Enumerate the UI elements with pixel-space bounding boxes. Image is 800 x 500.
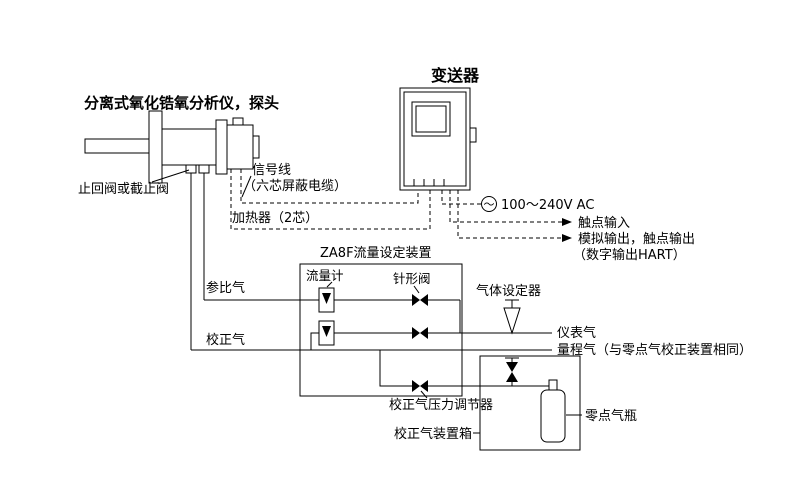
probe-assembly bbox=[84, 110, 260, 184]
flow-device-label: ZA8F流量设定装置 bbox=[320, 246, 432, 261]
gas-setter-symbol bbox=[503, 299, 521, 335]
signal-line-label: 信号线 bbox=[252, 163, 291, 178]
probe-flange bbox=[148, 110, 163, 184]
transmitter-title: 变送器 bbox=[431, 66, 480, 85]
instrument-air-label: 仪表气 bbox=[557, 325, 596, 341]
output-note: （数字输出HART） bbox=[573, 247, 686, 263]
calibration-gas-label: 校正气 bbox=[206, 332, 245, 348]
gas-setter-label: 气体设定器 bbox=[476, 283, 541, 299]
regulator-label: 校正气压力调节器 bbox=[389, 397, 493, 413]
flowmeter-leader bbox=[326, 281, 333, 288]
needle-valve-1 bbox=[412, 294, 428, 306]
zero-gas-branch bbox=[379, 350, 412, 387]
gas-piping bbox=[190, 173, 552, 387]
needle-valve-3 bbox=[412, 380, 428, 392]
needle-valve-label: 针形阀 bbox=[393, 271, 431, 286]
needle-valve-leader bbox=[413, 285, 420, 294]
flow-device-box bbox=[299, 263, 463, 397]
cylinder-neck bbox=[548, 379, 558, 391]
check-valve-fitting-2 bbox=[198, 164, 210, 174]
transmitter bbox=[399, 87, 477, 191]
probe-head-cap bbox=[252, 135, 260, 159]
signal-cable bbox=[240, 169, 419, 204]
transmitter-housing bbox=[399, 87, 471, 191]
flowmeter-2 bbox=[318, 320, 335, 346]
float-icon bbox=[322, 293, 331, 304]
signal-label-leader bbox=[241, 175, 252, 198]
probe-collar bbox=[215, 119, 228, 175]
transmitter-door bbox=[403, 91, 467, 187]
electrical-wiring bbox=[230, 169, 562, 239]
reference-gas-label: 参比气 bbox=[206, 280, 245, 296]
flowmeter-label: 流量计 bbox=[306, 268, 344, 283]
check-valve-label: 止回阀或截止阀 bbox=[78, 182, 169, 197]
output-arrow bbox=[562, 234, 572, 242]
needle-valve-2 bbox=[412, 327, 428, 339]
ac-tilde: ～ bbox=[484, 198, 495, 211]
power-line bbox=[441, 190, 481, 205]
check-valve-leader bbox=[151, 169, 190, 183]
cal-device-box bbox=[479, 355, 581, 451]
probe-title: 分离式氧化锆氧分析仪，探头 bbox=[84, 94, 279, 112]
contact-input-line bbox=[449, 190, 562, 223]
zero-gas-cylinder bbox=[540, 379, 566, 443]
cylinder-body bbox=[540, 389, 566, 443]
span-gas-label: 量程气（与零点气校正装置相同） bbox=[557, 342, 752, 358]
output-line bbox=[457, 190, 562, 239]
power-label: 100～240V AC bbox=[501, 198, 594, 213]
contact-input-label: 触点输入 bbox=[578, 215, 630, 231]
float-icon bbox=[322, 326, 331, 337]
ac-source-symbol bbox=[481, 196, 497, 212]
pressure-regulator-symbol bbox=[505, 357, 519, 386]
output-label: 模拟输出，触点输出 bbox=[578, 231, 695, 247]
probe-body bbox=[161, 128, 217, 166]
heater-cable bbox=[230, 169, 431, 230]
check-valve-fitting-1 bbox=[185, 164, 197, 174]
regulator-label-leader bbox=[420, 390, 428, 399]
probe-tube bbox=[84, 138, 150, 154]
door-latch bbox=[469, 127, 477, 143]
flowmeter-1 bbox=[318, 287, 335, 313]
signal-line-note: （六芯屏蔽电缆） bbox=[243, 178, 347, 194]
probe-terminal-head bbox=[226, 124, 254, 170]
probe-head-vent bbox=[232, 117, 244, 126]
heater-label: 加热器（2芯） bbox=[232, 211, 318, 226]
display-screen bbox=[415, 105, 447, 133]
cal-box-label: 校正气装置箱 bbox=[394, 426, 472, 442]
display-frame bbox=[411, 101, 451, 137]
contact-input-arrow bbox=[562, 218, 572, 226]
zero-cylinder-label: 零点气瓶 bbox=[585, 408, 637, 424]
